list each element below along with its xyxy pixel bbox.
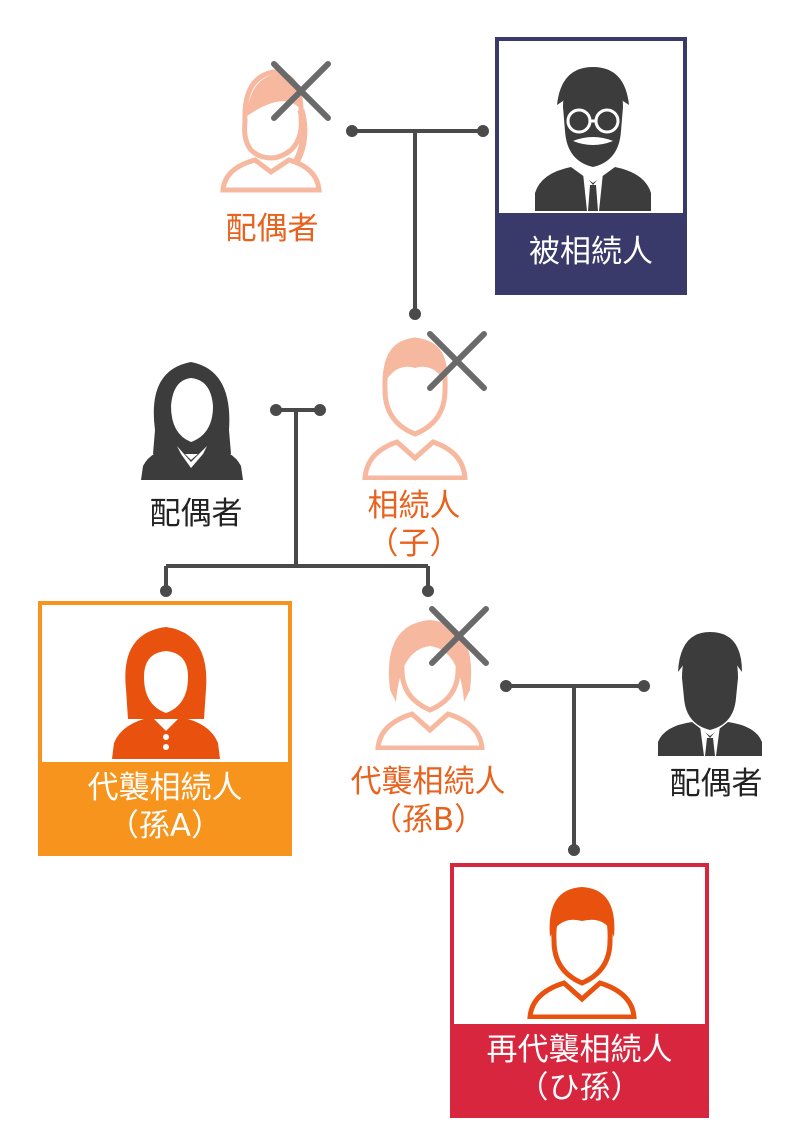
great-grandchild-figure (520, 881, 644, 1019)
man-icon (527, 887, 637, 1019)
child-label-line2: （子） (367, 526, 461, 562)
connector-dot (160, 585, 172, 597)
man-with-glasses-icon (535, 67, 651, 211)
decedent-card: 被相続人 (495, 37, 687, 295)
child-spouse-label: 配偶者 (149, 496, 243, 532)
woman-icon (141, 362, 243, 480)
grandchild-b-label: 代襲相続人 （孫B） (351, 763, 506, 839)
grandchild-a-label-line2: （孫A） (107, 808, 223, 844)
child-figure (355, 330, 475, 480)
child-label-line1: 相続人 (367, 488, 461, 524)
connector-dot (314, 404, 326, 416)
decedent-label: 被相続人 (529, 234, 653, 270)
child-label: 相続人 （子） (368, 487, 461, 563)
decedent-figure (527, 61, 657, 211)
grandchild-a-label-line1: 代襲相続人 (87, 770, 243, 806)
grandchild-a-band: 代襲相続人 （孫A） (42, 762, 288, 852)
great-grandchild-card: 再代襲相続人 （ひ孫） (450, 863, 709, 1118)
grandchild-b-spouse-figure (652, 628, 768, 756)
man-icon (362, 337, 468, 480)
grandchild-a-card: 代襲相続人 （孫A） (38, 601, 292, 856)
great-grandchild-label-line1: 再代襲相続人 (486, 1032, 673, 1068)
woman-icon (112, 627, 220, 759)
great-grandchild-band: 再代襲相続人 （ひ孫） (454, 1024, 705, 1114)
deceased-cross-icon (424, 328, 490, 398)
deceased-cross-icon (426, 603, 492, 673)
decedent-band: 被相続人 (499, 213, 683, 291)
grandchild-b-spouse-label: 配偶者 (669, 766, 763, 802)
connector-dot (270, 404, 282, 416)
man-icon (658, 632, 762, 756)
deceased-spouse-figure (205, 60, 335, 200)
great-grandchild-label-line2: （ひ孫） (517, 1070, 642, 1106)
grandchild-b-label-line2: （孫B） (370, 802, 486, 838)
connector-dot (346, 125, 358, 137)
connector-dot (500, 680, 512, 692)
grandchild-a-figure (104, 619, 228, 759)
connector-dot (568, 844, 580, 856)
connector-dot (409, 308, 421, 320)
deceased-spouse-label: 配偶者 (225, 211, 319, 247)
child-spouse-figure (133, 350, 251, 480)
connector-dot (477, 125, 489, 137)
woman-icon (220, 69, 322, 193)
grandchild-b-label-line1: 代襲相続人 (350, 764, 506, 800)
deceased-cross-icon (268, 58, 334, 128)
connector-dot (422, 585, 434, 597)
connector-dot (638, 680, 650, 692)
